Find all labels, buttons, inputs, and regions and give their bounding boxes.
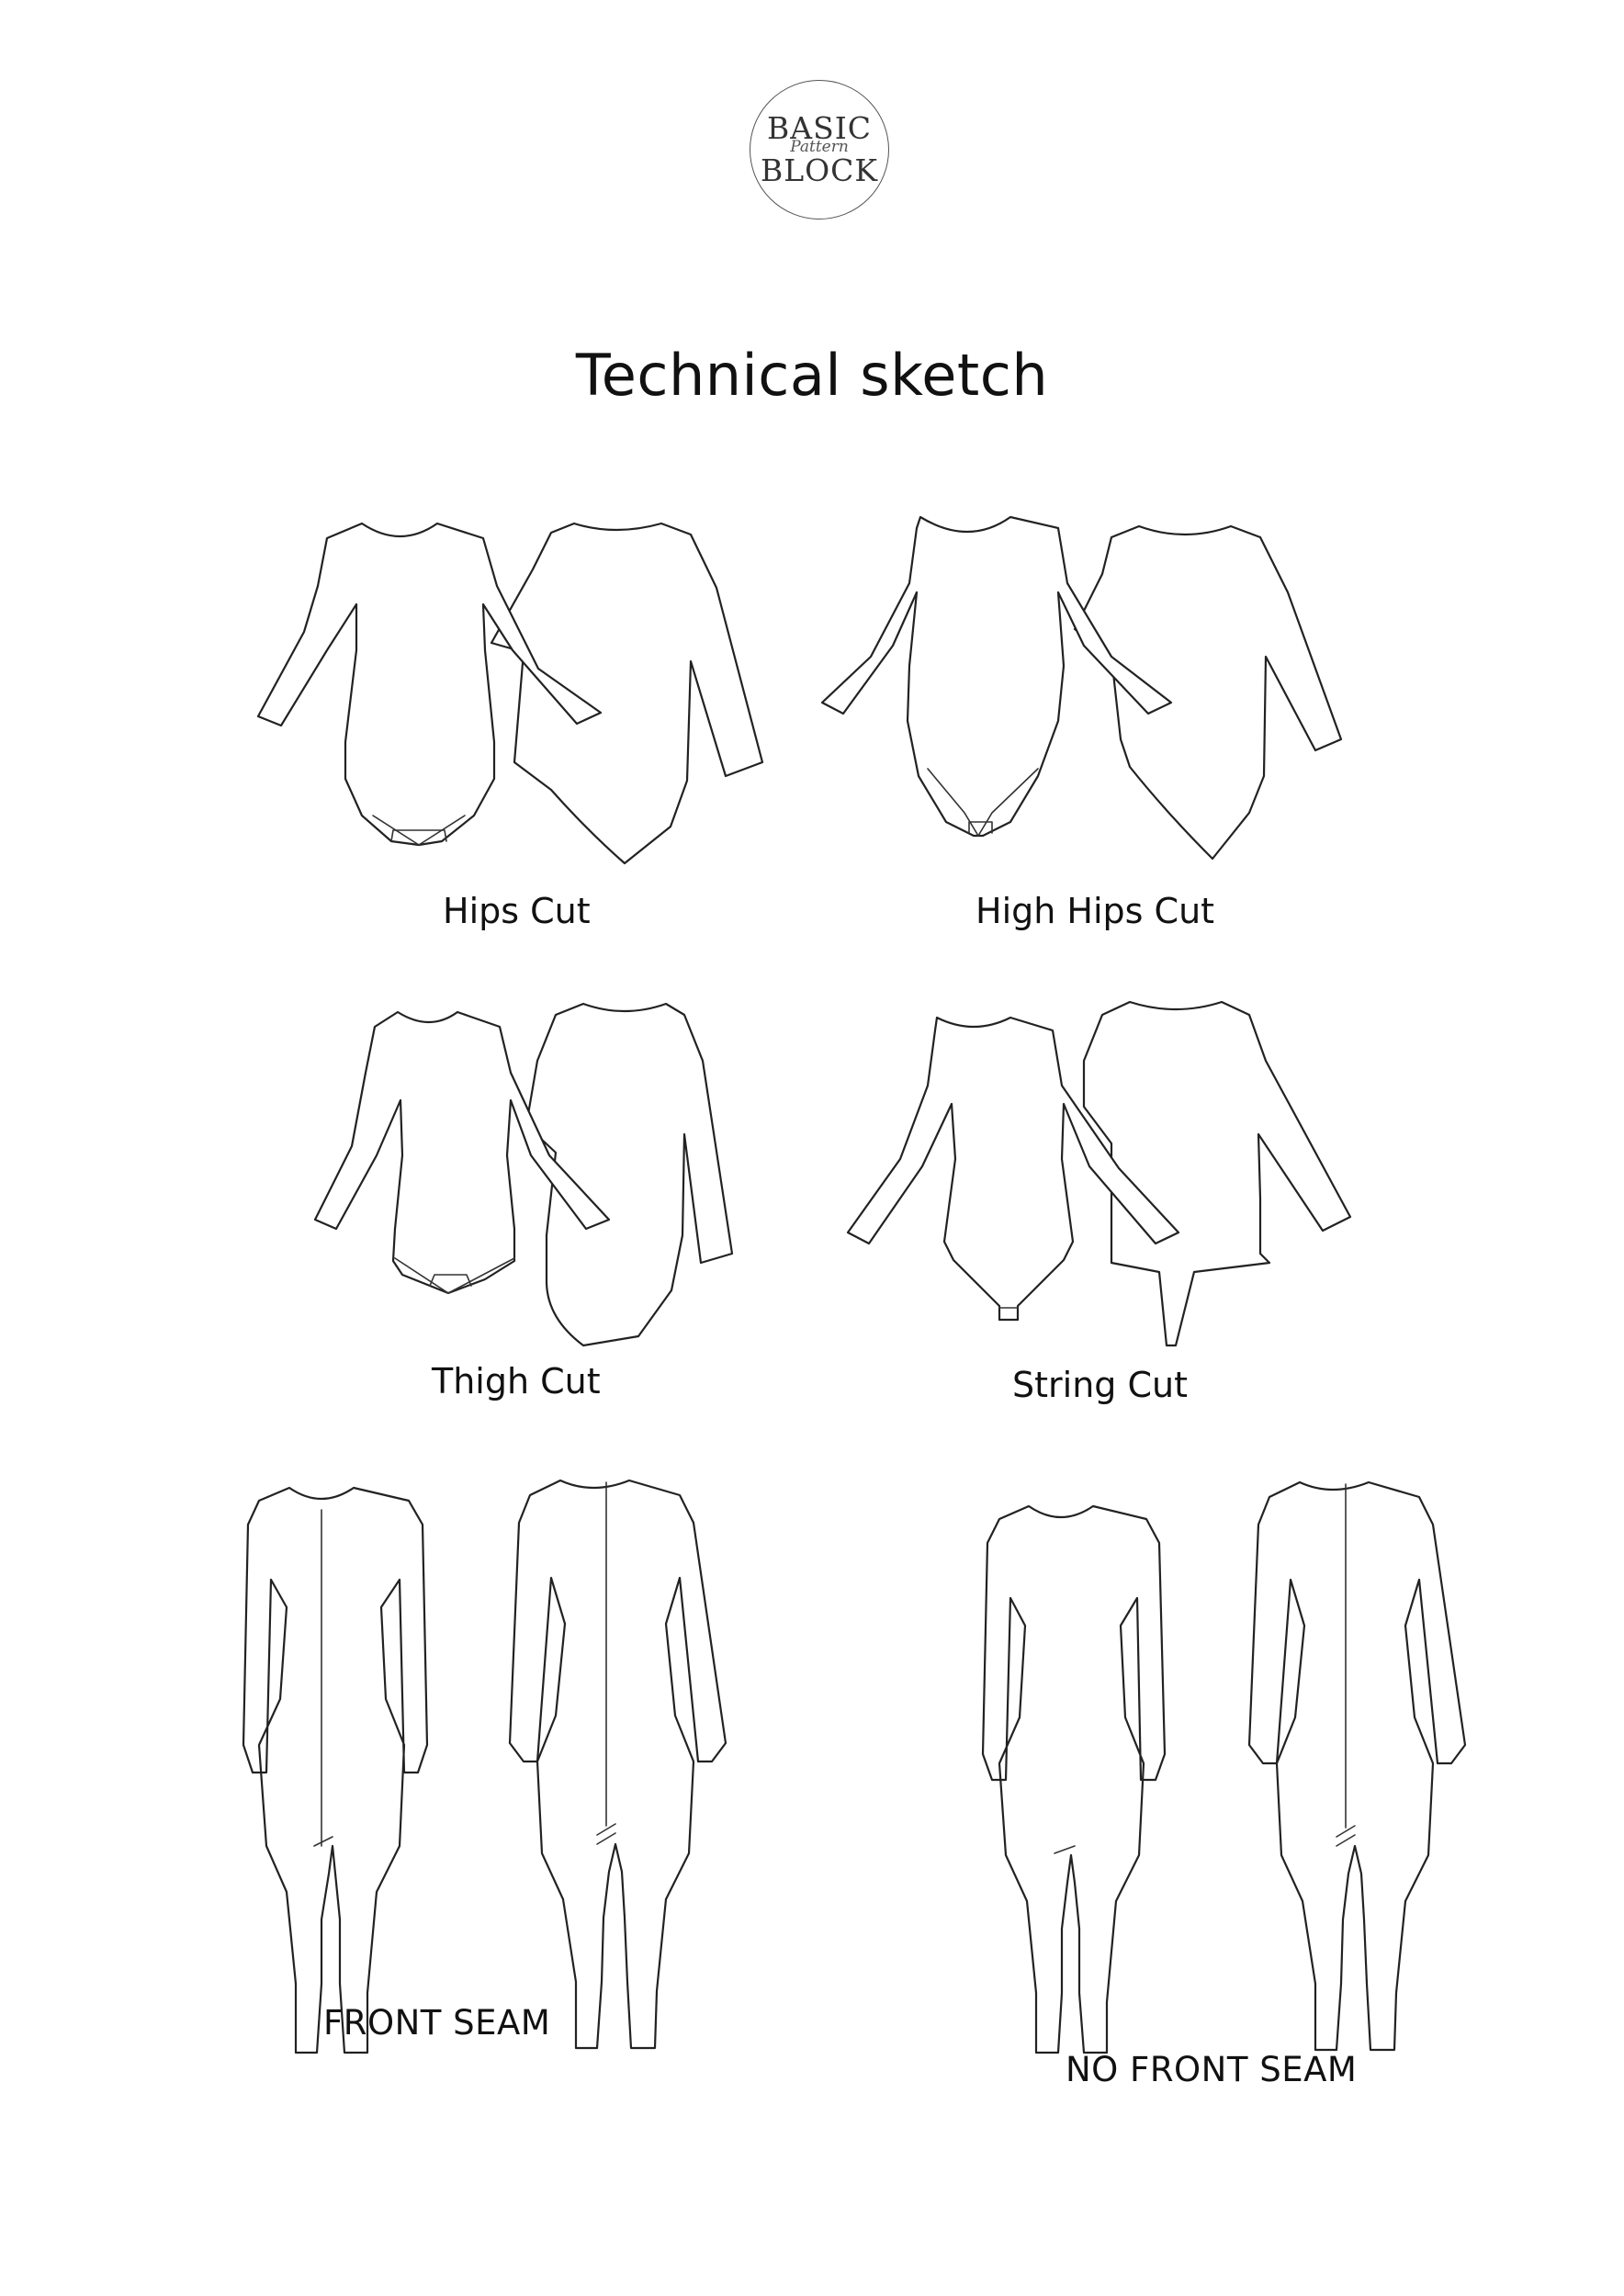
caption-thigh-cut: Thigh Cut [432, 1361, 601, 1401]
thigh-cut-front-sketch [313, 1010, 611, 1295]
front-seam-back-sketch [508, 1479, 727, 2050]
caption-front-seam: FRONT SEAM [323, 2003, 551, 2043]
caption-high-hips-cut: High Hips Cut [976, 891, 1215, 931]
hips-cut-back-sketch [490, 522, 764, 865]
logo-line-2: BLOCK [760, 152, 879, 188]
string-cut-front-sketch [846, 1016, 1180, 1322]
logo-script: Pattern [790, 138, 849, 156]
hips-cut-front-sketch [256, 522, 603, 847]
high-hips-cut-back-sketch [1073, 524, 1343, 861]
front-seam-front-sketch [242, 1486, 429, 2054]
no-front-seam-back-sketch [1247, 1480, 1467, 2052]
high-hips-cut-front-sketch [820, 515, 1173, 838]
brand-logo: BASIC Pattern BLOCK [750, 80, 889, 219]
no-front-seam-front-sketch [981, 1504, 1167, 2054]
caption-no-front-seam: NO FRONT SEAM [1066, 2050, 1358, 2089]
page-title: Technical sketch [575, 342, 1049, 409]
string-cut-back-sketch [1082, 1000, 1352, 1347]
caption-string-cut: String Cut [1012, 1365, 1189, 1405]
thigh-cut-back-sketch [524, 1002, 734, 1347]
caption-hips-cut: Hips Cut [443, 891, 591, 931]
logo-line-1: BASIC [767, 110, 872, 146]
